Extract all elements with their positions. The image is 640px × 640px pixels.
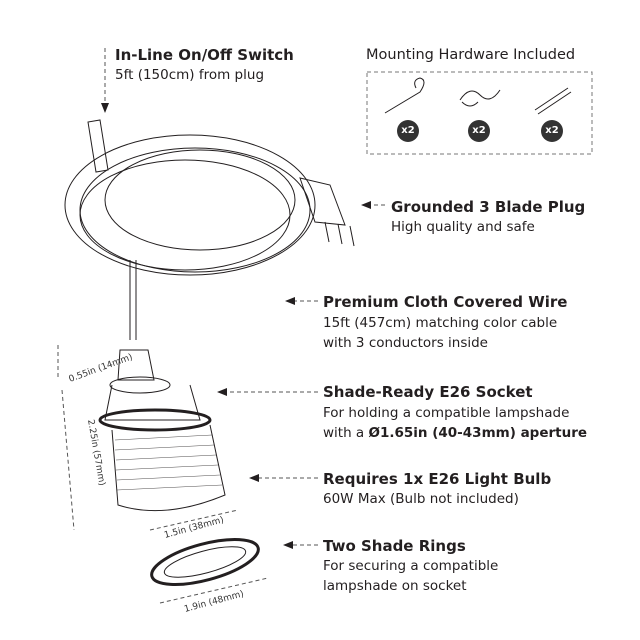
socket-line1: For holding a compatible lampshade xyxy=(323,405,570,421)
plug-sub: High quality and safe xyxy=(391,219,535,235)
rings-line1: For securing a compatible xyxy=(323,558,499,574)
qty-badge: x2 xyxy=(397,120,419,142)
plug-body xyxy=(299,177,346,226)
dim-width: 1.5in (38mm) xyxy=(163,515,225,541)
bulb-title: Requires 1x E26 Light Bulb xyxy=(323,470,552,488)
qty-badge: x2 xyxy=(541,120,563,142)
rings-line2: lampshade on socket xyxy=(323,578,467,594)
socket-line2-prefix: with a xyxy=(323,425,369,441)
screw-hook-icon xyxy=(384,77,425,114)
wire-title: Premium Cloth Covered Wire xyxy=(323,293,568,311)
hardware-box xyxy=(366,71,593,155)
socket-drawing xyxy=(98,349,260,586)
hardware-icons xyxy=(384,77,572,115)
bulb-sub: 60W Max (Bulb not included) xyxy=(323,491,519,507)
socket-line2: with a Ø1.65in (40-43mm) aperture xyxy=(323,423,587,443)
dim-height: 2.25in (57mm) xyxy=(85,419,107,487)
cord-coil xyxy=(64,119,355,340)
wall-anchor-icon xyxy=(534,87,572,115)
hardware-title: Mounting Hardware Included xyxy=(366,47,576,63)
socket-aperture: Ø1.65in (40-43mm) aperture xyxy=(368,425,588,441)
plug-title: Grounded 3 Blade Plug xyxy=(391,198,586,216)
dim-ring: 1.9in (48mm) xyxy=(183,589,245,615)
socket-title: Shade-Ready E26 Socket xyxy=(323,383,533,401)
switch-sub: 5ft (150cm) from plug xyxy=(115,67,265,83)
rings-title: Two Shade Rings xyxy=(323,537,466,555)
wire-line2: with 3 conductors inside xyxy=(323,335,488,351)
s-hook-icon xyxy=(459,89,501,107)
wire-line1: 15ft (457cm) matching color cable xyxy=(323,315,558,331)
switch-title: In-Line On/Off Switch xyxy=(115,46,294,64)
qty-badge: x2 xyxy=(468,120,490,142)
